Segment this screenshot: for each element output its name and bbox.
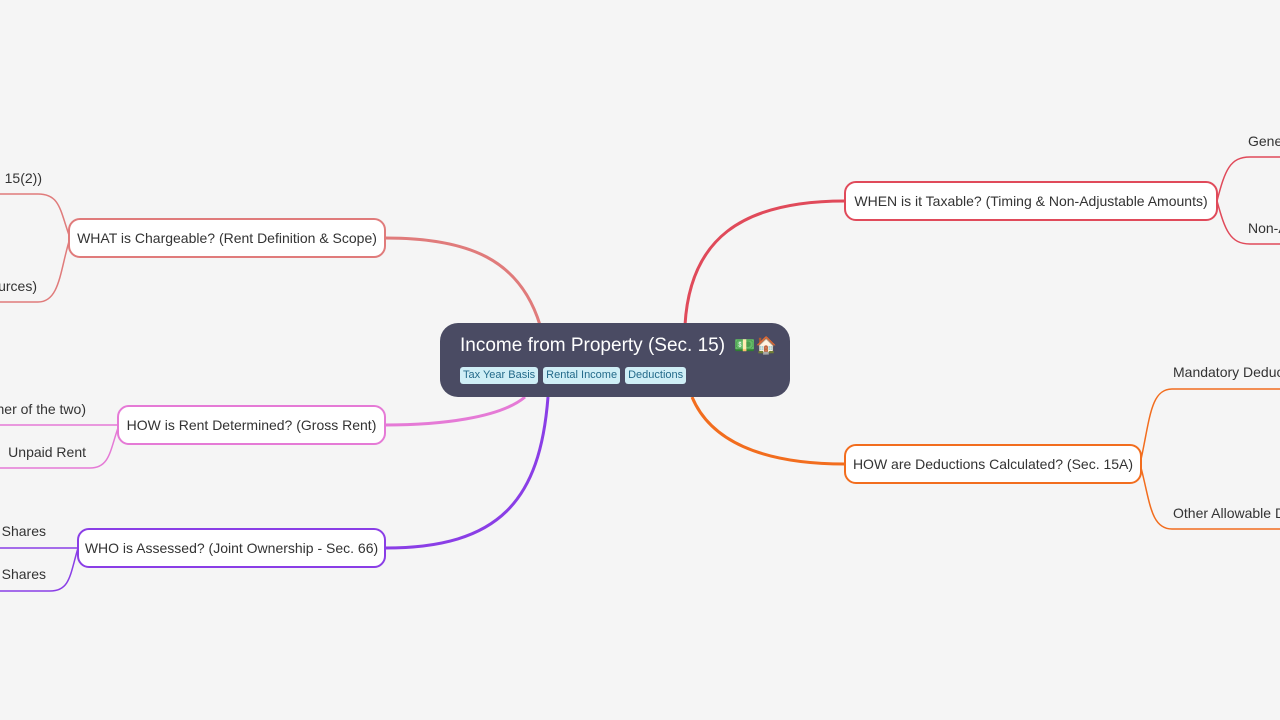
connector-how-rent [384, 395, 526, 427]
branch-who-label: WHO is Assessed? (Joint Ownership - Sec.… [84, 540, 379, 556]
root-tags: Tax Year Basis Rental Income Deductions [460, 367, 770, 384]
branch-how-deductions[interactable]: HOW are Deductions Calculated? (Sec. 15A… [844, 444, 1142, 484]
root-title-row: Income from Property (Sec. 15) 💵🏠 [460, 335, 777, 357]
branch-when-taxable[interactable]: WHEN is it Taxable? (Timing & Non-Adjust… [844, 181, 1218, 221]
leaf-how-rent-1[interactable]: her of the two) [0, 401, 86, 417]
leaf-how-deductions-1[interactable]: Mandatory Deduct [1173, 364, 1280, 380]
connector-what-leaf-1 [0, 193, 71, 239]
branch-how-deductions-label: HOW are Deductions Calculated? (Sec. 15A… [852, 456, 1134, 472]
leaf-what-2[interactable]: ources) [0, 278, 37, 294]
connector-how-deductions [690, 396, 846, 466]
connector-when [683, 199, 846, 326]
root-node[interactable]: Income from Property (Sec. 15) 💵🏠 Tax Ye… [440, 323, 790, 397]
connector-how-deductions-leaf-2 [1139, 463, 1280, 530]
branch-what-label: WHAT is Chargeable? (Rent Definition & S… [77, 230, 377, 246]
tag-deductions[interactable]: Deductions [625, 367, 687, 384]
branch-when-label: WHEN is it Taxable? (Timing & Non-Adjust… [854, 193, 1208, 209]
connector-how-rent-leaf-2 [0, 424, 120, 469]
connector-what-leaf-2 [0, 237, 71, 303]
leaf-who-2[interactable]: e Shares [0, 566, 46, 582]
branch-how-rent-label: HOW is Rent Determined? (Gross Rent) [126, 417, 377, 433]
leaf-how-rent-2[interactable]: Unpaid Rent [8, 444, 86, 460]
leaf-how-deductions-2[interactable]: Other Allowable D [1173, 505, 1280, 521]
connector-who [384, 396, 550, 550]
tag-tax-year-basis[interactable]: Tax Year Basis [460, 367, 539, 384]
leaf-when-2[interactable]: Non-A [1248, 220, 1280, 236]
branch-how-rent[interactable]: HOW is Rent Determined? (Gross Rent) [117, 405, 386, 445]
leaf-when-1[interactable]: Gene [1248, 133, 1280, 149]
connector-when-leaf-2 [1216, 200, 1280, 245]
branch-who-assessed[interactable]: WHO is Assessed? (Joint Ownership - Sec.… [77, 528, 386, 568]
connector-who-leaf-2 [0, 547, 79, 592]
leaf-what-1[interactable]: 15(2)) [4, 170, 42, 186]
connector-how-deductions-leaf-1 [1139, 388, 1280, 465]
branch-what-chargeable[interactable]: WHAT is Chargeable? (Rent Definition & S… [68, 218, 386, 258]
connector-when-leaf-1 [1216, 156, 1280, 202]
root-title: Income from Property (Sec. 15) [460, 335, 726, 356]
money-house-icon: 💵🏠 [734, 336, 777, 355]
leaf-who-1[interactable]: e Shares [0, 523, 46, 539]
tag-rental-income[interactable]: Rental Income [543, 367, 621, 384]
connector-what [384, 236, 542, 326]
